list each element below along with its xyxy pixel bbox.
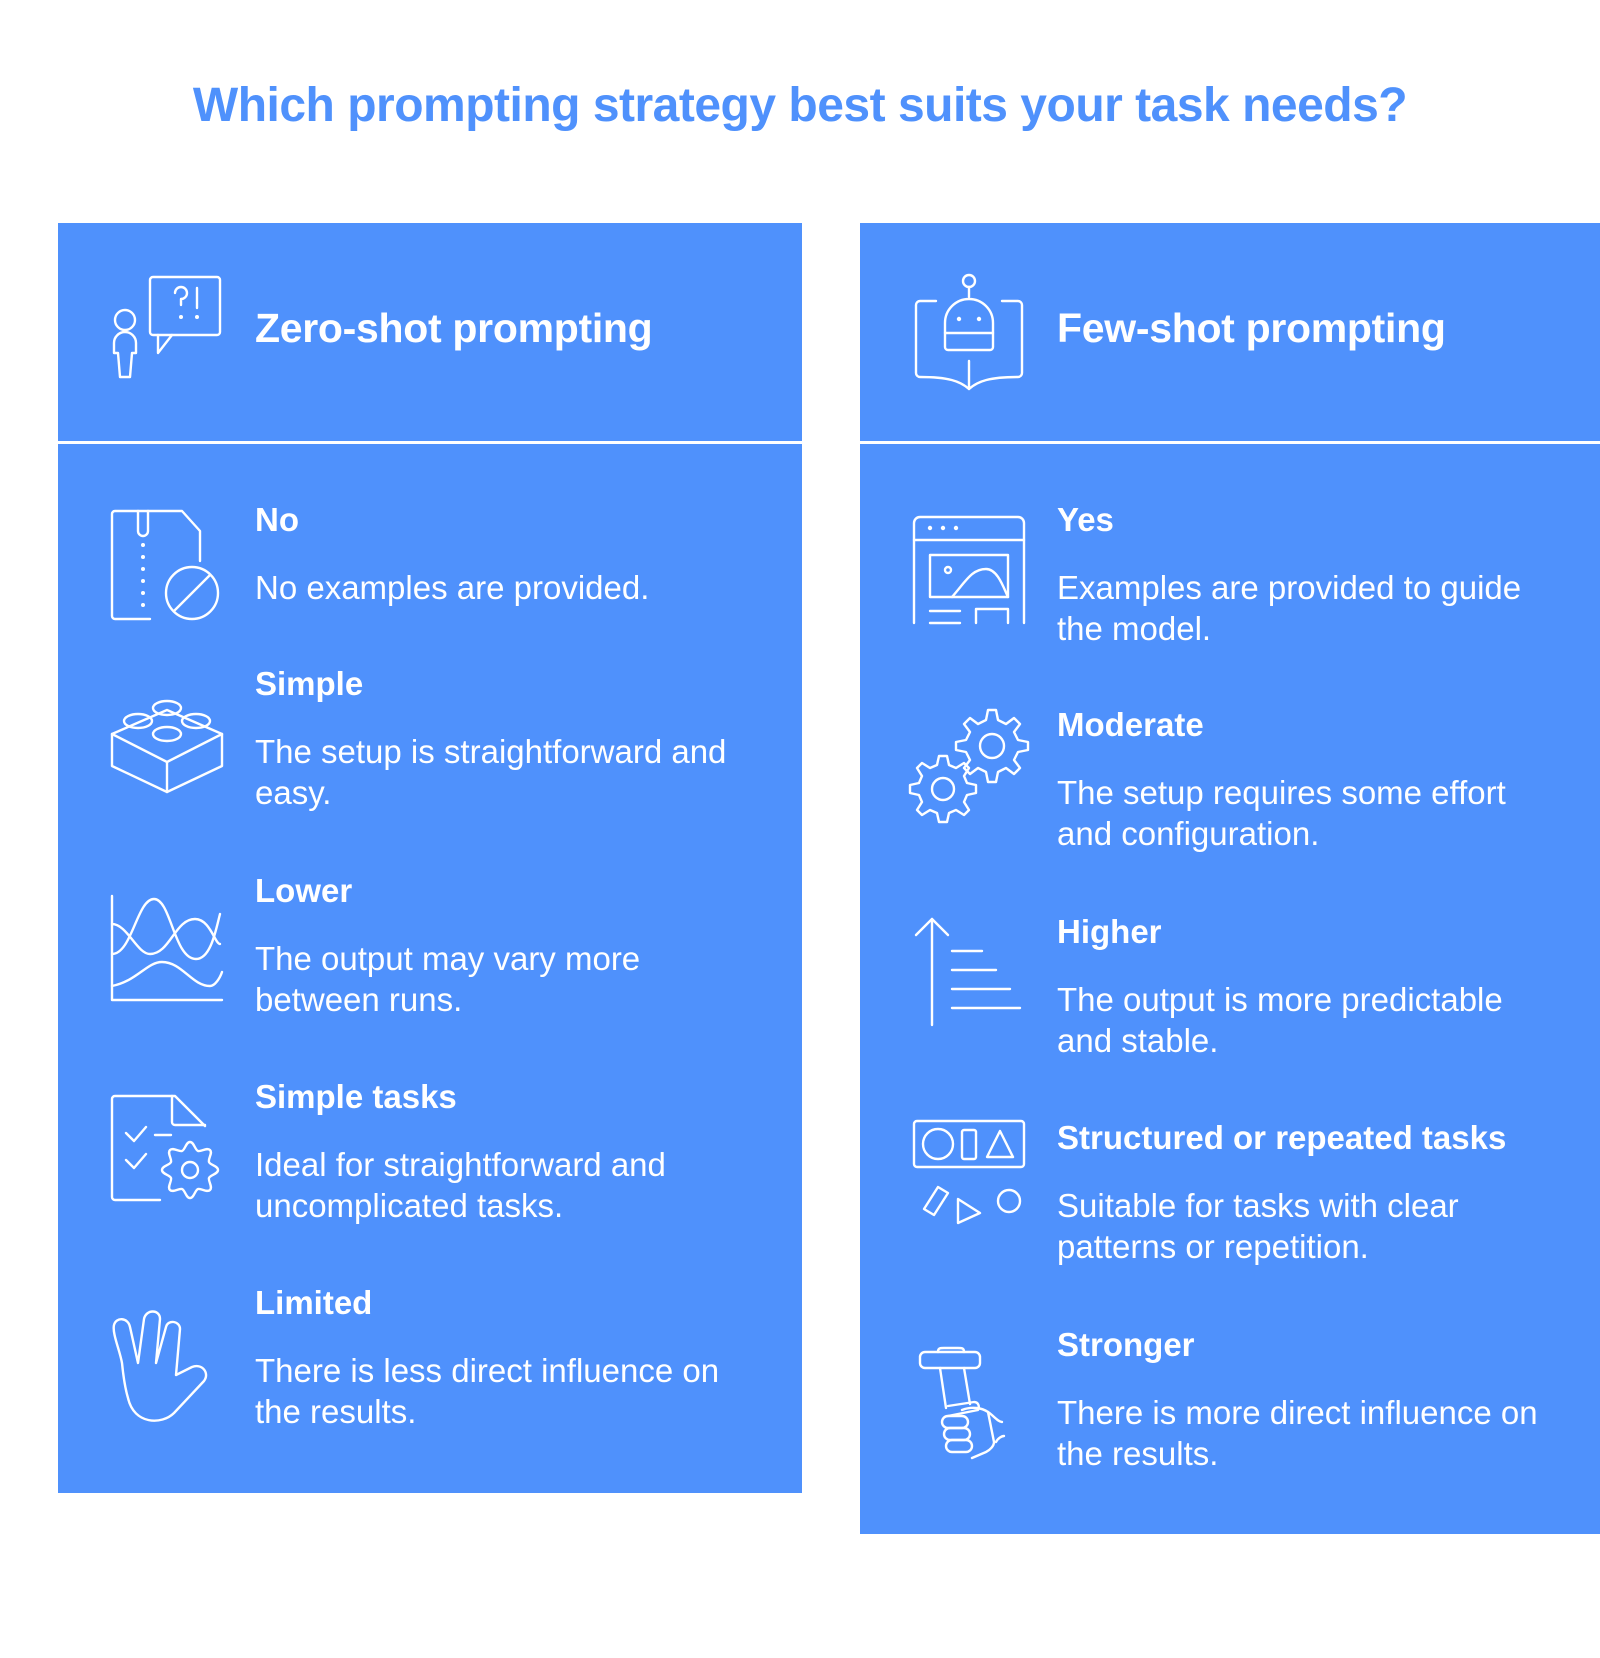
item-title: Structured or repeated tasks xyxy=(1057,1119,1507,1156)
lego-brick-icon xyxy=(110,687,224,801)
item-title: Higher xyxy=(1057,913,1162,950)
panel-divider xyxy=(58,441,802,444)
wave-chart-icon xyxy=(110,892,224,1006)
item-title: Simple tasks xyxy=(255,1078,457,1115)
shapes-sorter-icon xyxy=(912,1119,1026,1233)
robot-book-icon xyxy=(912,273,1026,391)
item-description: Examples are provided to guide the model… xyxy=(1057,569,1522,647)
item-description: There is less direct influence on the re… xyxy=(255,1352,720,1430)
item-description: No examples are provided. xyxy=(255,569,650,606)
file-zip-prohibited-icon xyxy=(110,509,224,623)
panel-title: Zero-shot prompting xyxy=(255,305,653,351)
panel-divider xyxy=(860,441,1600,444)
hand-icon xyxy=(110,1306,224,1422)
item-title: No xyxy=(255,501,299,538)
zero-shot-panel: Zero-shot prompting No No examples are p… xyxy=(58,223,802,1493)
hand-grip-icon xyxy=(912,1346,1026,1460)
few-shot-panel: Few-shot prompting Yes Examples are prov… xyxy=(860,223,1600,1534)
item-title: Simple xyxy=(255,665,364,702)
arrow-up-lines-icon xyxy=(912,913,1026,1027)
item-title: Stronger xyxy=(1057,1326,1195,1363)
panel-header: Few-shot prompting xyxy=(860,223,1600,441)
item-description: The output is more predictable and stabl… xyxy=(1057,981,1503,1059)
panel-header: Zero-shot prompting xyxy=(58,223,802,441)
item-description: Suitable for tasks with clear patterns o… xyxy=(1057,1187,1459,1265)
item-title: Lower xyxy=(255,872,353,909)
panel-title: Few-shot prompting xyxy=(1057,305,1446,351)
page-title: Which prompting strategy best suits your… xyxy=(192,79,1408,133)
item-description: The setup is straightforward and easy. xyxy=(255,733,727,811)
item-title: Yes xyxy=(1057,501,1114,538)
item-title: Moderate xyxy=(1057,706,1204,743)
person-question-bubble-icon xyxy=(110,275,224,389)
item-description: The output may vary more between runs. xyxy=(255,940,641,1018)
item-description: There is more direct influence on the re… xyxy=(1057,1394,1538,1472)
checklist-gear-icon xyxy=(110,1092,224,1206)
gears-icon xyxy=(908,706,1030,824)
item-title: Limited xyxy=(255,1284,373,1321)
browser-image-icon xyxy=(912,513,1026,627)
item-description: The setup requires some effort and confi… xyxy=(1057,774,1506,852)
item-description: Ideal for straightforward and uncomplica… xyxy=(255,1146,666,1224)
